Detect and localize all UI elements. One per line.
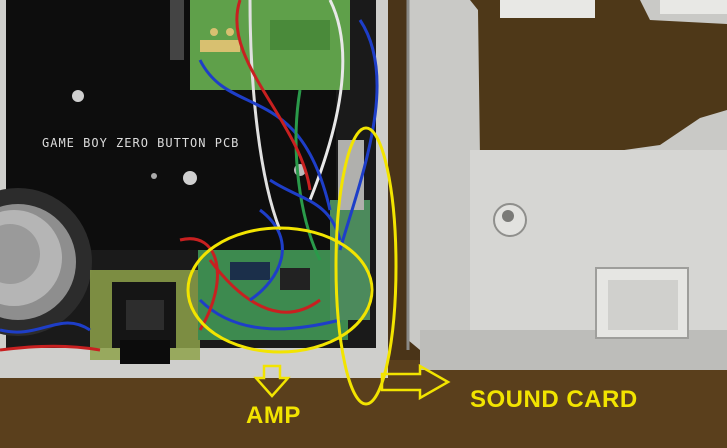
sound-card-circle [334,126,398,406]
pi-zero-board [190,0,350,90]
annotations [186,126,451,406]
sound-card-arrow [380,363,451,401]
amp-arrow [253,364,291,398]
amp-label: AMP [246,402,301,429]
headphone-jack [90,270,200,364]
sound-card-label: SOUND CARD [470,386,638,413]
wires [0,0,379,352]
case-back-half [406,0,727,370]
speaker [0,188,92,336]
amp-board [198,250,348,340]
amp-circle [186,226,374,354]
pcb-silkscreen-label: GAME BOY ZERO BUTTON PCB [42,136,240,150]
